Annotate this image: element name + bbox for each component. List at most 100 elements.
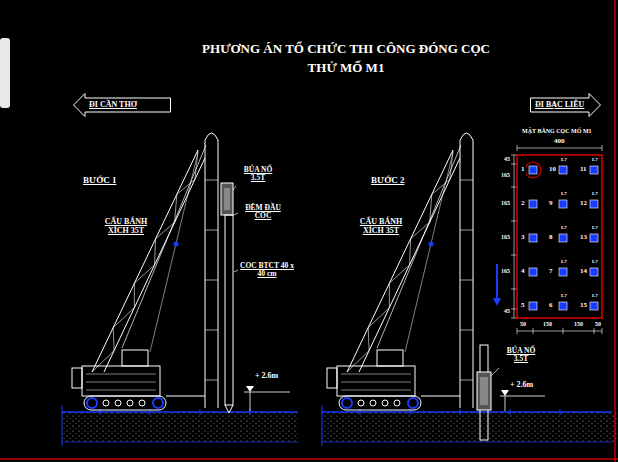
level-mark — [500, 396, 545, 397]
pile-length-note: L7 — [560, 157, 568, 163]
pile-number: 6 — [548, 302, 554, 310]
hammer-label: BÚA NỔ 3.5T — [237, 166, 279, 183]
pile-label: CỌC BTCT 40 x 40 cm — [239, 262, 295, 279]
drawing-part — [559, 166, 567, 174]
pile-squares — [529, 166, 598, 310]
drawing-part — [529, 268, 537, 276]
dimension-label: 165 — [500, 234, 511, 241]
dimension-line — [517, 331, 602, 332]
level-triangle — [246, 386, 254, 392]
drawing-part — [250, 392, 251, 411]
leader-line — [233, 186, 236, 190]
concrete-pile — [480, 345, 488, 440]
level-label: + 2.6m — [509, 381, 534, 390]
dimension-label: 165 — [500, 200, 511, 207]
drawing-part — [517, 328, 602, 334]
drawing-part — [480, 377, 488, 405]
pile-cushion-label: ĐỆM ĐẦU CỌC — [239, 204, 287, 221]
pile-cap-outline — [517, 155, 602, 318]
drawing-part — [590, 234, 598, 242]
dimension-label: 150 — [573, 321, 584, 328]
step-label: BƯỚC 1 — [82, 176, 117, 186]
pile-length-note: L7 — [591, 259, 599, 265]
diesel-hammer — [477, 372, 491, 410]
ground-soil — [322, 412, 618, 442]
level-label: + 2.6m — [254, 372, 279, 381]
pile-length-note: L7 — [560, 191, 568, 197]
diesel-hammer — [221, 183, 233, 215]
level-mark — [244, 392, 290, 393]
hammer-label: BÚA NỔ 3.5T — [500, 347, 542, 364]
pile-length-note: L7 — [591, 191, 599, 197]
leader-line — [491, 368, 499, 376]
drawing-part — [559, 200, 567, 208]
dimension-label: 400 — [553, 138, 566, 146]
dimension-label: 45 — [503, 156, 511, 163]
pile-number: 1 — [520, 166, 526, 174]
direction-arrow — [496, 264, 498, 300]
drawing-part — [529, 166, 537, 174]
ground-line — [62, 411, 298, 413]
pile-number: 9 — [548, 200, 554, 208]
pile-number: 7 — [548, 268, 554, 276]
dimension-label: 50 — [519, 321, 527, 328]
side-tab — [0, 38, 10, 108]
crawler-crane — [72, 133, 218, 410]
pile-number: 8 — [548, 234, 554, 242]
drawing-part — [559, 234, 567, 242]
pile-length-note: L7 — [591, 157, 599, 163]
crane-label: CẨU BÁNH XÍCH 35T — [351, 218, 411, 236]
arrow-shape — [531, 94, 601, 117]
drawing-part — [62, 442, 298, 443]
pile-number: 10 — [548, 166, 557, 174]
pile-number: 5 — [520, 302, 526, 310]
drawing-part — [322, 442, 612, 443]
leader-line — [234, 270, 238, 272]
crane-label: CẨU BÁNH XÍCH 35T — [96, 218, 156, 236]
drawing-part — [590, 302, 598, 310]
sheet-border — [0, 458, 618, 460]
pile-length-note: L7 — [591, 225, 599, 231]
direction-arrow-box: ĐI BẠC LIÊU — [530, 93, 601, 117]
level-triangle — [501, 390, 509, 396]
step-label: BƯỚC 2 — [370, 176, 405, 186]
pile-number: 11 — [579, 166, 588, 174]
drawing-part — [590, 200, 598, 208]
pile-number: 13 — [579, 234, 588, 242]
direction-arrow-box: ĐI CẦN THƠ — [73, 93, 171, 117]
drawing-part — [590, 166, 598, 174]
pile-number: 3 — [520, 234, 526, 242]
concrete-pile — [225, 215, 233, 405]
drawing-part — [517, 145, 602, 151]
arrow-shape — [74, 94, 171, 117]
drawing-part — [505, 396, 506, 411]
drawing-part — [529, 302, 537, 310]
pile-length-note: L7 — [560, 225, 568, 231]
plan-title: MẶT BẰNG CỌC MỐ M1 — [521, 128, 593, 135]
drawing-part — [559, 302, 567, 310]
sheet-title: PHƯƠNG ÁN TỔ CHỨC THI CÔNG ĐÓNG CỌC THỬ … — [190, 40, 502, 78]
drawing-part — [590, 268, 598, 276]
ground-edge — [62, 406, 63, 446]
dimension-label: 165 — [500, 268, 511, 275]
drawing-part — [529, 200, 537, 208]
drawing-part — [529, 234, 537, 242]
drawing-part — [559, 268, 567, 276]
pile-length-note: L7 — [560, 293, 568, 299]
pile-number: 15 — [579, 302, 588, 310]
pile-length-note: L7 — [591, 293, 599, 299]
direction-label: ĐI BẠC LIÊU — [530, 93, 584, 117]
drawing-part — [511, 155, 517, 318]
test-pile-circle — [525, 162, 541, 178]
direction-label: ĐI CẦN THƠ — [73, 93, 137, 117]
crawler-crane — [327, 133, 473, 410]
leader-line — [234, 213, 238, 215]
pile-number: 12 — [579, 200, 588, 208]
dimension-line — [517, 148, 602, 149]
pile-number: 2 — [520, 200, 526, 208]
pile-number: 14 — [579, 268, 588, 276]
ground-edge — [322, 406, 323, 446]
sheet-border — [614, 0, 616, 462]
dimension-label: 150 — [542, 321, 553, 328]
